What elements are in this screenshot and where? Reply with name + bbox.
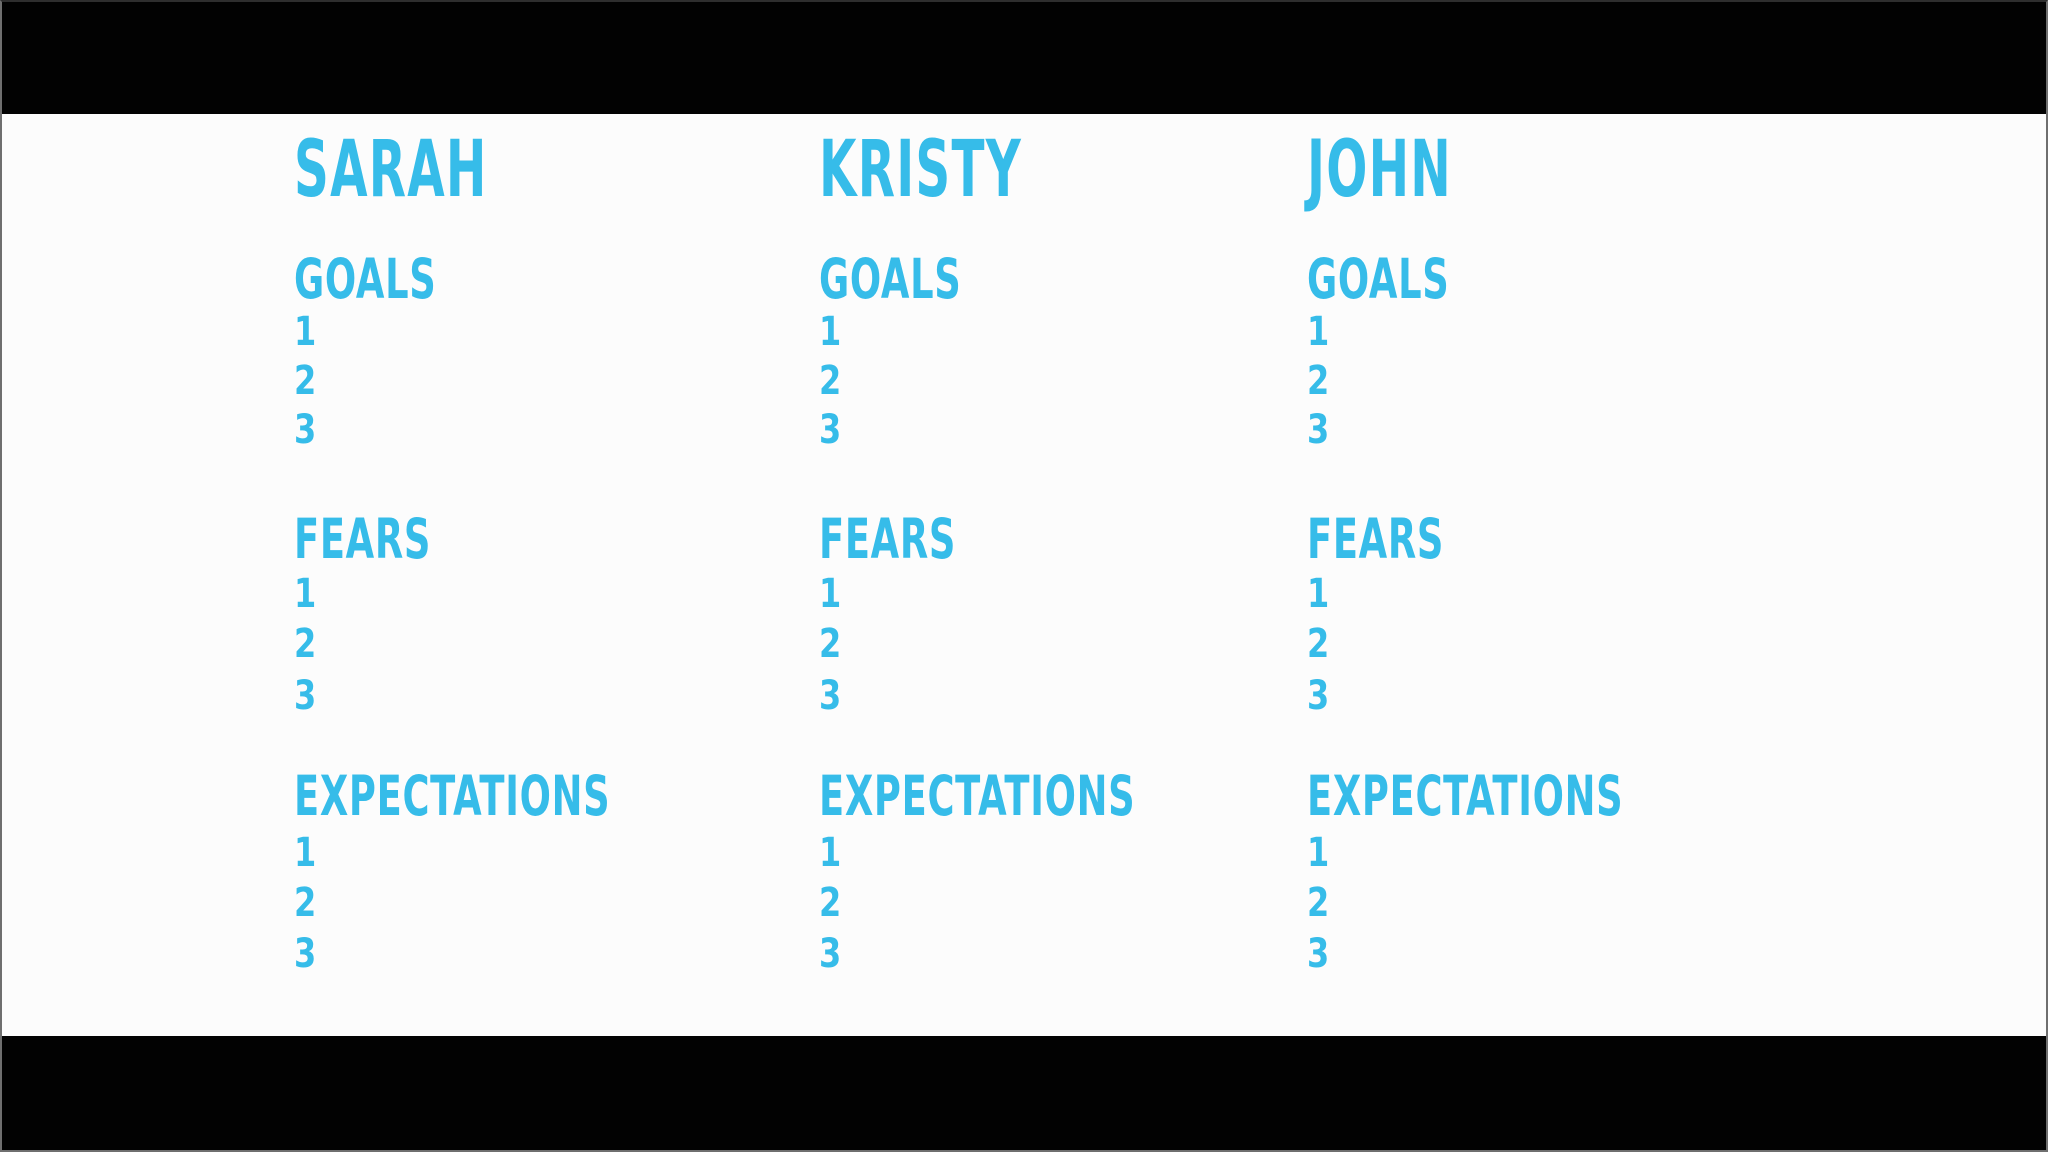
- section-title-expectations: EXPECTATIONS: [819, 764, 1136, 828]
- list-number: 2: [819, 358, 842, 404]
- list-number: 3: [819, 673, 842, 719]
- list-number: 1: [819, 571, 842, 617]
- list-number: 3: [1307, 407, 1330, 453]
- list-number: 1: [1307, 309, 1330, 355]
- section-title-expectations: EXPECTATIONS: [1307, 764, 1624, 828]
- list-number: 1: [819, 830, 842, 876]
- column-sarah: SARAH GOALS 1 2 3 FEARS 1 2 3 EXPECTATIO…: [294, 114, 814, 1040]
- list-number: 2: [1307, 621, 1330, 667]
- list-number: 1: [1307, 571, 1330, 617]
- list-number: 1: [294, 571, 317, 617]
- person-name: KRISTY: [819, 125, 1022, 215]
- list-number: 2: [1307, 358, 1330, 404]
- list-number: 2: [819, 621, 842, 667]
- list-number: 2: [294, 880, 317, 926]
- list-number: 1: [819, 309, 842, 355]
- list-number: 3: [819, 407, 842, 453]
- list-number: 3: [294, 673, 317, 719]
- list-number: 2: [294, 621, 317, 667]
- list-number: 1: [294, 309, 317, 355]
- list-number: 3: [1307, 931, 1330, 977]
- list-number: 2: [1307, 880, 1330, 926]
- section-title-goals: GOALS: [1307, 247, 1450, 311]
- letterbox-top-bar: [2, 2, 2046, 114]
- list-number: 3: [294, 931, 317, 977]
- whiteboard-canvas: SARAH GOALS 1 2 3 FEARS 1 2 3 EXPECTATIO…: [2, 114, 2046, 1040]
- list-number: 1: [1307, 830, 1330, 876]
- section-title-expectations: EXPECTATIONS: [294, 764, 611, 828]
- column-john: JOHN GOALS 1 2 3 FEARS 1 2 3 EXPECTATION…: [1307, 114, 1827, 1040]
- section-title-fears: FEARS: [294, 507, 432, 571]
- section-title-fears: FEARS: [819, 507, 957, 571]
- person-name: JOHN: [1307, 125, 1453, 215]
- letterbox-bottom-bar: [2, 1036, 2046, 1150]
- list-number: 1: [294, 830, 317, 876]
- list-number: 3: [1307, 673, 1330, 719]
- list-number: 2: [294, 358, 317, 404]
- list-number: 3: [294, 407, 317, 453]
- person-name: SARAH: [294, 125, 488, 215]
- column-kristy: KRISTY GOALS 1 2 3 FEARS 1 2 3 EXPECTATI…: [819, 114, 1339, 1040]
- section-title-fears: FEARS: [1307, 507, 1445, 571]
- section-title-goals: GOALS: [294, 247, 437, 311]
- list-number: 3: [819, 931, 842, 977]
- list-number: 2: [819, 880, 842, 926]
- section-title-goals: GOALS: [819, 247, 962, 311]
